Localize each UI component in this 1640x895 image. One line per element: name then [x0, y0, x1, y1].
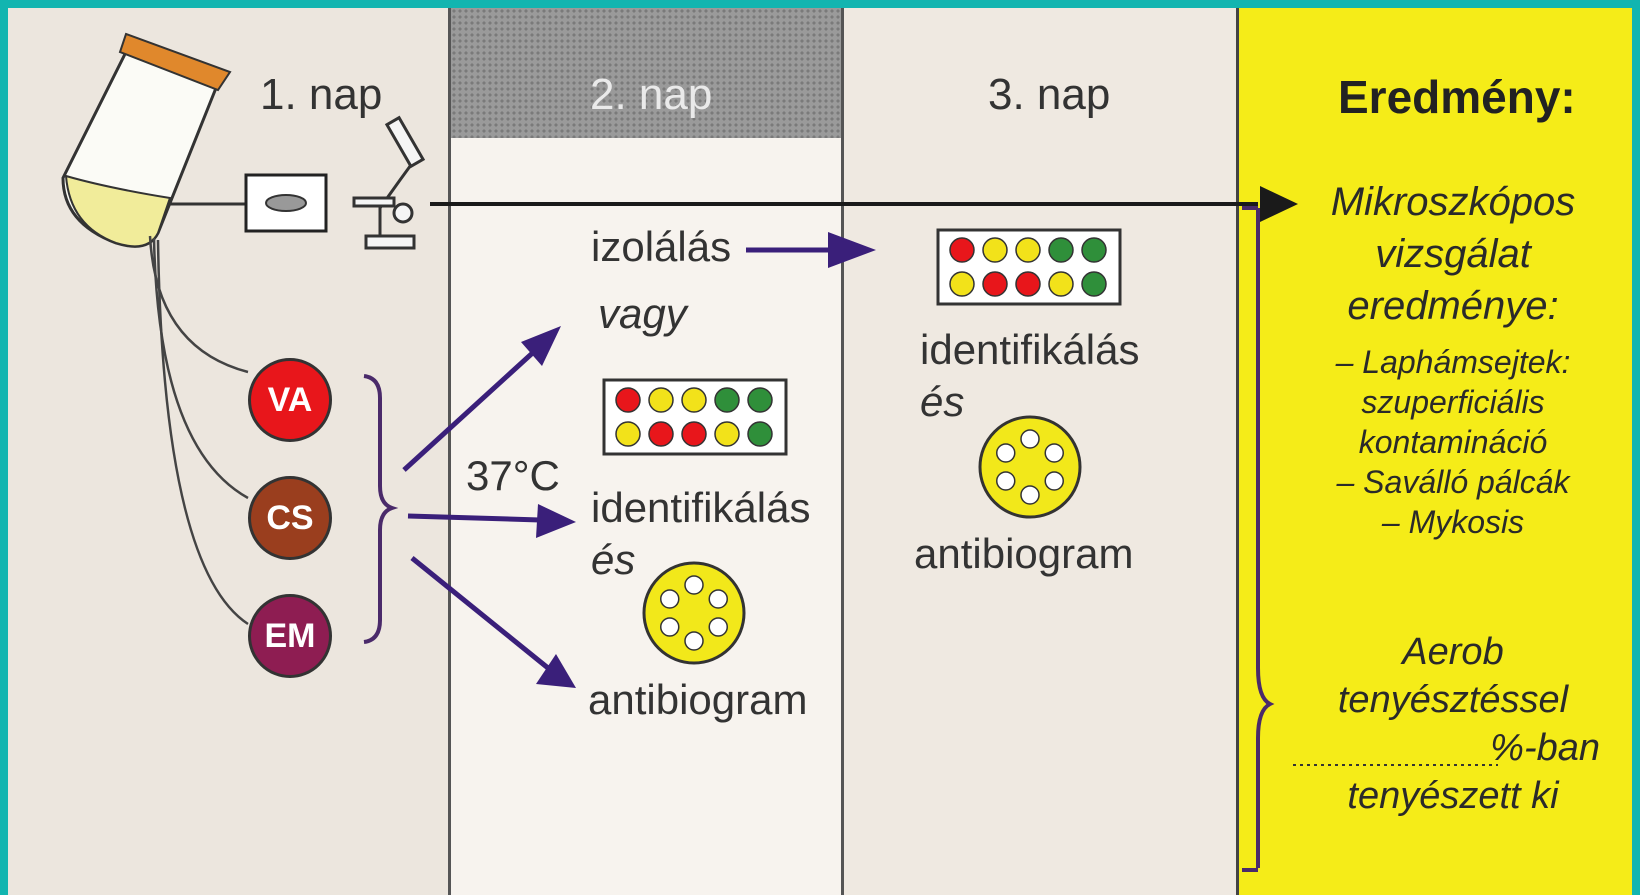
plate-well [715, 422, 739, 446]
plate-well [1082, 238, 1106, 262]
antibiotic-well [685, 632, 703, 650]
antibiotic-well [1045, 472, 1063, 490]
findings-list: – Laphámsejtek: szuperficiális kontaminá… [1298, 342, 1608, 542]
day2-and-label: és [591, 536, 635, 584]
antibiotic-well [997, 472, 1015, 490]
medium-em-badge: EM [248, 594, 332, 678]
antibiotic-well [1045, 444, 1063, 462]
medium-cs-badge: CS [248, 476, 332, 560]
plate-well [616, 388, 640, 412]
antibiotic-well [685, 576, 703, 594]
antibiotic-well [661, 590, 679, 608]
finding-item: kontamináció [1298, 422, 1608, 462]
day3-and-label: és [920, 378, 964, 426]
plate-well [950, 238, 974, 262]
microscopy-line: Mikroszkópos [1298, 176, 1608, 228]
plate-well [950, 272, 974, 296]
plate-well [748, 422, 772, 446]
day2-identification-label: identifikálás [591, 484, 810, 532]
plate-well [1082, 272, 1106, 296]
plate-well [616, 422, 640, 446]
plate-well [649, 422, 673, 446]
culture-line: %-ban [1298, 724, 1608, 772]
medium-va-badge: VA [248, 358, 332, 442]
culture-line: Aerob [1298, 628, 1608, 676]
plate-well [682, 422, 706, 446]
antibiogram-disc-day2 [644, 563, 744, 663]
plate-well [748, 388, 772, 412]
antibiotic-well [709, 618, 727, 636]
day3-antibiogram-label: antibiogram [914, 530, 1133, 578]
finding-item: – Saválló pálcák [1298, 462, 1608, 502]
identification-plate-day2 [604, 380, 786, 454]
antibiotic-well [1021, 486, 1039, 504]
antibiotic-well [997, 444, 1015, 462]
diagram-frame: 1. nap 2. nap 3. nap Eredmény: [8, 8, 1632, 895]
antibiotic-well [1021, 430, 1039, 448]
plate-well [983, 238, 1007, 262]
plate-well [1049, 272, 1073, 296]
culture-result: Aerob tenyésztéssel %-ban tenyészett ki [1298, 628, 1608, 820]
culture-line: tenyészett ki [1298, 772, 1608, 820]
day2-antibiogram-label: antibiogram [588, 676, 807, 724]
test-tube-icon [63, 34, 230, 246]
antibiogram-disc-day3 [980, 417, 1080, 517]
antibiotic-well [709, 590, 727, 608]
microscope-icon [354, 118, 423, 248]
finding-item: – Mykosis [1298, 502, 1608, 542]
culture-line: tenyésztéssel [1298, 676, 1608, 724]
microscopy-line: eredménye: [1298, 280, 1608, 332]
plate-well [1049, 238, 1073, 262]
temperature-label: 37°C [466, 452, 560, 500]
or-label: vagy [598, 290, 687, 338]
microscopy-line: vizsgálat [1298, 228, 1608, 280]
plate-well [682, 388, 706, 412]
plate-well [649, 388, 673, 412]
plate-well [1016, 272, 1040, 296]
plate-well [983, 272, 1007, 296]
finding-item: szuperficiális [1298, 382, 1608, 422]
plate-well [1016, 238, 1040, 262]
isolation-label: izolálás [591, 223, 731, 271]
microscopy-result: Mikroszkópos vizsgálat eredménye: [1298, 176, 1608, 332]
identification-plate-day3 [938, 230, 1120, 304]
slide-icon [246, 175, 326, 231]
day3-identification-label: identifikálás [920, 326, 1139, 374]
plate-well [715, 388, 739, 412]
finding-item: – Laphámsejtek: [1298, 342, 1608, 382]
antibiotic-well [661, 618, 679, 636]
